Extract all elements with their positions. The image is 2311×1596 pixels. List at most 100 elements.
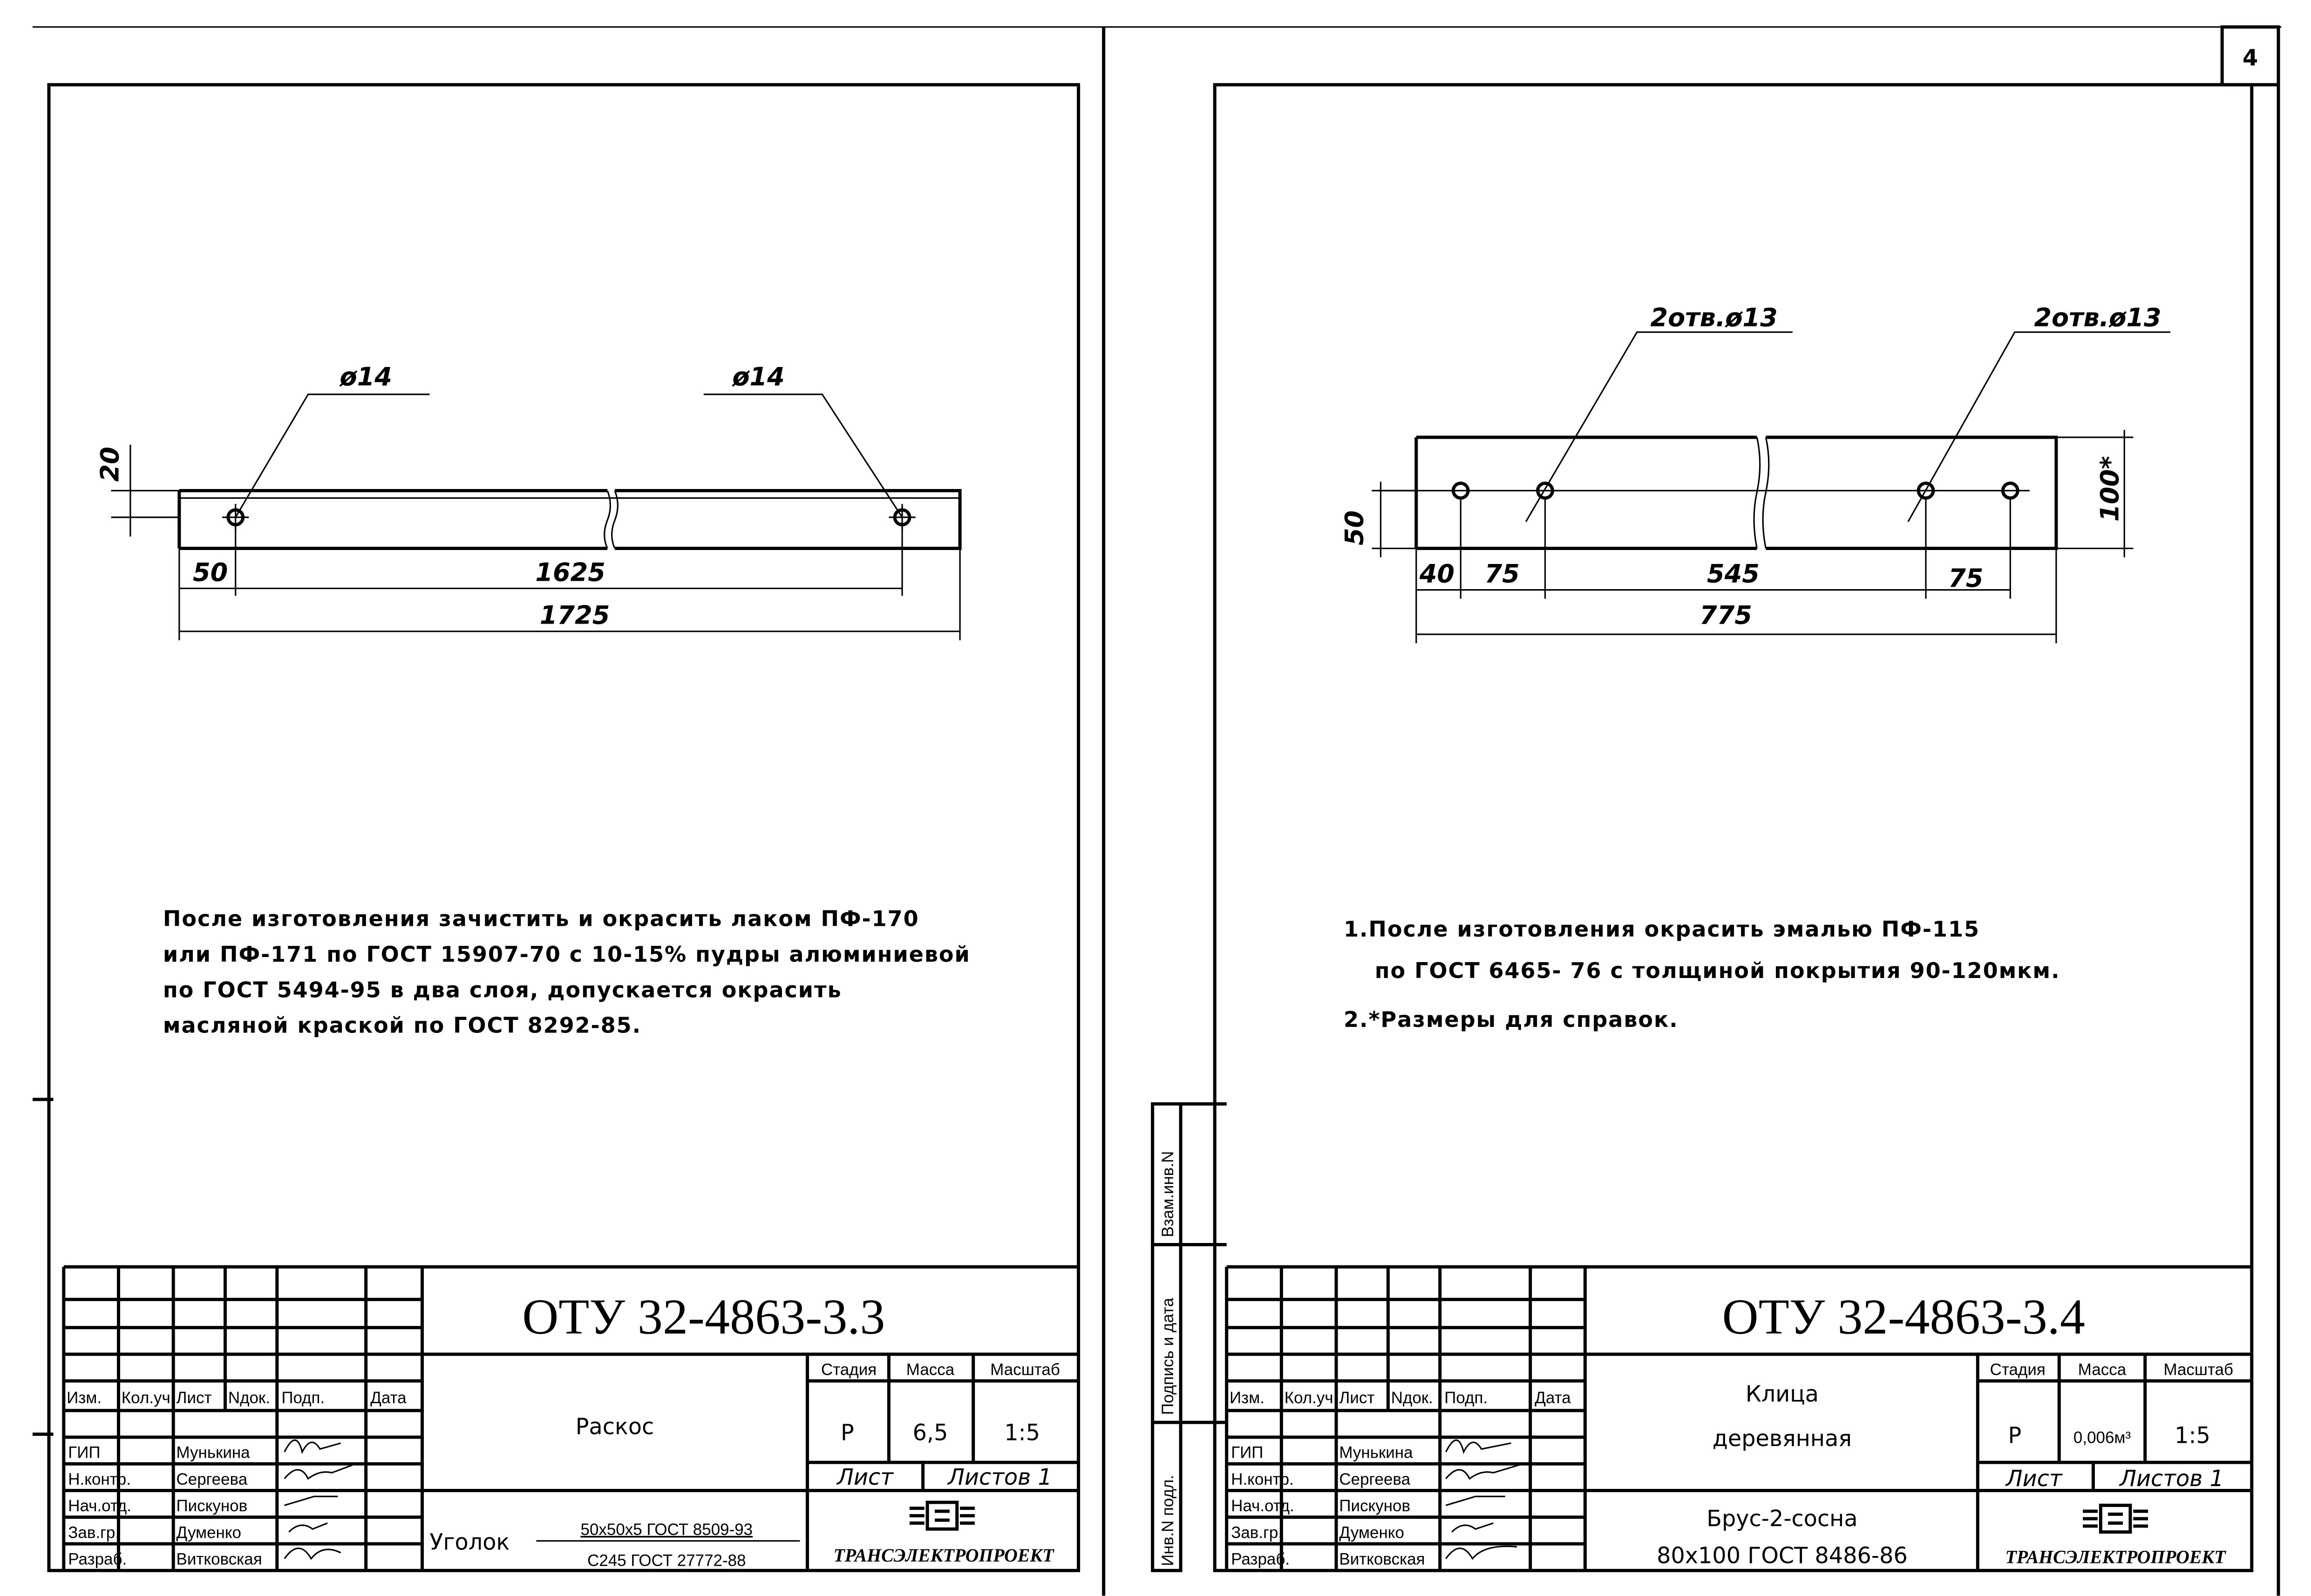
sheets-1-title-block-mass: 0,006м³ bbox=[2073, 1429, 2131, 1447]
sheets-0-drawing-dims-total: 1725 bbox=[540, 601, 610, 630]
sheets-1-title-block-headers-4: Подп. bbox=[1444, 1389, 1488, 1407]
sheets-0-title-block-sheets-label: Листов 1 bbox=[947, 1465, 1052, 1490]
sheets-0-notes-0: После изготовления зачистить и окрасить … bbox=[163, 906, 919, 931]
sheets-0-title-block-material-bottom: С245 ГОСТ 27772-88 bbox=[587, 1552, 746, 1570]
sheets-0-title-block-name-lines-0: Раскос bbox=[576, 1414, 654, 1440]
company-logo-icon bbox=[909, 1501, 975, 1531]
sheets-0-title-block-roles-1-role: Н.контр. bbox=[68, 1470, 131, 1488]
sheets-0-title-block-material-top: 50х50х5 ГОСТ 8509-93 bbox=[581, 1521, 753, 1539]
sheets-0-notes-3: масляной краской по ГОСТ 8292-85. bbox=[163, 1013, 641, 1038]
sheets-1-title-block-roles-0-role: ГИП bbox=[1231, 1444, 1263, 1462]
sheets-0-title-block-headers-3: Nдок. bbox=[228, 1389, 270, 1407]
sheets-1-title-block-headers-0: Изм. bbox=[1230, 1389, 1264, 1407]
drawing-code: ОТУ 32-4863-3.4 bbox=[1722, 1289, 2085, 1345]
sheets-1-title-block-material-bottom: 80х100 ГОСТ 8486-86 bbox=[1657, 1543, 1908, 1569]
sheets-1-title-block-scale-header: Масштаб bbox=[2163, 1360, 2233, 1379]
sheets-0-title-block-headers-1: Кол.уч. bbox=[122, 1389, 175, 1407]
sheets-1-notes-2: 2.*Размеры для справок. bbox=[1344, 1007, 1679, 1032]
sheets-0-title-block-roles-2-name: Пискунов bbox=[177, 1497, 248, 1515]
sheets-0-title-block-roles-2-role: Нач.отд. bbox=[68, 1497, 131, 1515]
sheets-1-title-block-headers-2: Лист bbox=[1339, 1389, 1374, 1407]
sheets-1-title-block-headers-5: Дата bbox=[1535, 1389, 1571, 1407]
signatures bbox=[284, 1439, 356, 1560]
right-title-block: ОТУ 32-4863-3.4 Изм. Кол.уч. Лист Nдок. … bbox=[1225, 1265, 2252, 1571]
sheets-1-title-block-scale: 1:5 bbox=[2175, 1423, 2210, 1449]
sheets-1-notes-1: по ГОСТ 6465- 76 с толщиной покрытия 90-… bbox=[1375, 958, 2060, 983]
sheets-0-drawing-hole-labels-0: ø14 bbox=[339, 362, 392, 392]
sheet-borders bbox=[32, 26, 2282, 1596]
sheets-1-title-block-roles-1-name: Сергеева bbox=[1339, 1470, 1410, 1488]
sheets-0-title-block-scale-header: Масштаб bbox=[990, 1360, 1060, 1379]
sheets-1-title-block-roles-2-name: Пискунов bbox=[1339, 1497, 1410, 1515]
page-number: 4 bbox=[2243, 46, 2258, 71]
sheets-1-drawing-dims-total: 775 bbox=[1699, 601, 1752, 630]
sheets-0-title-block-stage: Р bbox=[841, 1420, 854, 1446]
sheets-0-title-block-material-label: Уголок bbox=[429, 1530, 510, 1555]
sheets-0-notes-2: по ГОСТ 5494-95 в два слоя, допускается … bbox=[163, 977, 842, 1002]
sheets-0-title-block-roles-3-role: Зав.гр. bbox=[68, 1523, 120, 1542]
sheets-1-title-block-headers-1: Кол.уч. bbox=[1285, 1389, 1338, 1407]
sheets-1-title-block-roles-2-role: Нач.отд. bbox=[1231, 1497, 1294, 1515]
sheets-0-title-block-roles-0-role: ГИП bbox=[68, 1444, 100, 1462]
sheets-0-title-block-roles-1-name: Сергеева bbox=[177, 1470, 248, 1488]
sheets-1-title-block-headers-3: Nдок. bbox=[1391, 1389, 1433, 1407]
sheets-0-title-block-org: ТРАНСЭЛЕКТРОПРОЕКТ bbox=[834, 1545, 1055, 1566]
sheets-1-title-block-name-lines-1: деревянная bbox=[1713, 1426, 1852, 1452]
signatures bbox=[1445, 1439, 1523, 1560]
sheets-0-title-block-scale: 1:5 bbox=[1004, 1420, 1040, 1446]
sheets-0-drawing-dims-height: 20 bbox=[95, 447, 124, 482]
sheets-0-title-block-roles-3-name: Думенко bbox=[177, 1523, 241, 1542]
sheets-0-drawing-hole-labels-1: ø14 bbox=[732, 362, 784, 392]
company-logo-icon bbox=[2083, 1503, 2148, 1534]
sheets-0-title-block-sheet-label: Лист bbox=[836, 1465, 894, 1490]
sheets-0-notes-1: или ПФ-171 по ГОСТ 15907-70 с 10-15% пуд… bbox=[163, 942, 971, 967]
sheets-0-drawing-dims-edge: 50 bbox=[193, 558, 228, 587]
sheets-0-title-block-roles-4-role: Разраб. bbox=[68, 1550, 127, 1569]
sheets-1-title-block-material-top: Брус-2-сосна bbox=[1706, 1506, 1857, 1532]
page-number-box: 4 bbox=[2220, 25, 2280, 87]
right-part-drawing: 2отв.ø13 2отв.ø13 50 100* 40 75 545 75 7… bbox=[1339, 303, 2170, 644]
left-part-drawing: ø14 ø14 20 50 1625 1725 bbox=[95, 362, 962, 640]
sheets-0-title-block-roles-0-name: Мунькина bbox=[177, 1444, 251, 1462]
sheets-1-title-block-sheet-label: Лист bbox=[2005, 1466, 2063, 1492]
sheets-1-drawing-dims-between: 545 bbox=[1707, 559, 1760, 589]
left-title-block: ОТУ 32-4863-3.3 Изм. Кол.уч. Лист Nдок. … bbox=[62, 1265, 1079, 1571]
stamp-signature-date: Подпись и дата bbox=[1159, 1297, 1177, 1415]
sheets-1-title-block-roles-0-name: Мунькина bbox=[1339, 1444, 1413, 1462]
sheets-1-title-block-org: ТРАНСЭЛЕКТРОПРОЕКТ bbox=[2005, 1547, 2227, 1567]
sheets-1-title-block-mass-header: Масса bbox=[2078, 1360, 2127, 1379]
sheets-0-title-block-mass: 6,5 bbox=[913, 1420, 948, 1446]
sheets-0-title-block-headers-0: Изм. bbox=[67, 1389, 102, 1407]
sheets-1-title-block-roles-1-role: Н.контр. bbox=[1231, 1470, 1294, 1488]
sheets-0-title-block-mass-header: Масса bbox=[906, 1360, 955, 1379]
drawing-code: ОТУ 32-4863-3.3 bbox=[522, 1289, 885, 1345]
sheets-0-drawing-dims-between: 1625 bbox=[535, 558, 605, 587]
sheets-1-title-block-roles-4-role: Разраб. bbox=[1231, 1550, 1290, 1569]
sheets-0-title-block-stage-header: Стадия bbox=[821, 1360, 877, 1379]
sheets-1-drawing-hole-labels-1: 2отв.ø13 bbox=[2034, 303, 2161, 332]
sheets-0-title-block-headers-2: Лист bbox=[177, 1389, 212, 1407]
stamp-replacement-inv: Взам.инв.N bbox=[1159, 1151, 1177, 1237]
sheets-0-title-block-headers-4: Подп. bbox=[281, 1389, 325, 1407]
sheets-1-title-block-roles-3-name: Думенко bbox=[1339, 1523, 1404, 1542]
sheets-1-title-block-name-lines-0: Клица bbox=[1746, 1382, 1819, 1407]
sheets-1-title-block-roles-3-role: Зав.гр. bbox=[1231, 1523, 1283, 1542]
side-stamp: Инв.N подл. Подпись и дата Взам.инв.N bbox=[1151, 1102, 1227, 1572]
left-notes: После изготовления зачистить и окрасить … bbox=[163, 906, 971, 1038]
sheets-0-title-block-headers-5: Дата bbox=[370, 1389, 407, 1407]
sheets-1-title-block-sheets-label: Листов 1 bbox=[2119, 1466, 2224, 1492]
right-notes: 1.После изготовления окрасить эмалью ПФ-… bbox=[1344, 917, 2060, 1032]
sheets-0-title-block-roles-4-name: Витковская bbox=[177, 1550, 262, 1569]
sheets-1-notes-0: 1.После изготовления окрасить эмалью ПФ-… bbox=[1344, 917, 1980, 942]
sheets-1-title-block-roles-4-name: Витковская bbox=[1339, 1550, 1425, 1569]
sheets-1-drawing-dims-ref-height: 100* bbox=[2095, 456, 2125, 522]
sheets-1-drawing-dims-edge: 40 bbox=[1419, 559, 1455, 589]
sheets-1-title-block-stage-header: Стадия bbox=[1990, 1360, 2046, 1379]
sheets-1-drawing-dims-pitch2: 75 bbox=[1948, 564, 1983, 593]
stamp-inv-n: Инв.N подл. bbox=[1159, 1475, 1177, 1566]
sheets-1-drawing-dims-pitch1: 75 bbox=[1485, 559, 1520, 589]
sheets-1-title-block-stage: Р bbox=[2008, 1423, 2021, 1449]
sheets-1-drawing-dims-height: 50 bbox=[1339, 510, 1369, 545]
sheets-1-drawing-hole-labels-0: 2отв.ø13 bbox=[1651, 303, 1778, 332]
